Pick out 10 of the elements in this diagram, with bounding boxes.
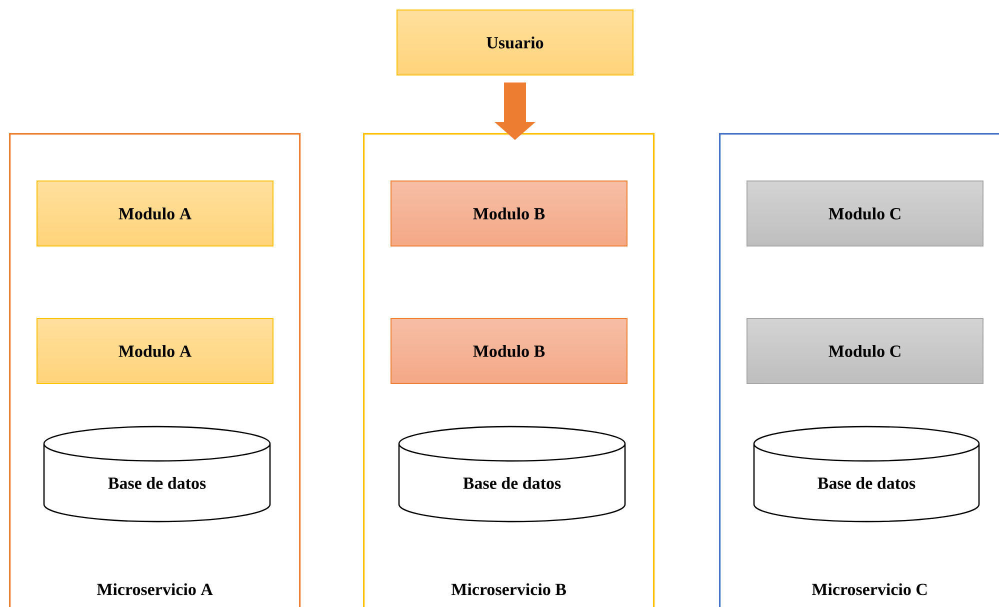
module-box: Usuario	[396, 10, 634, 76]
module-box: Modulo C	[746, 180, 984, 246]
module-box: Modulo A	[36, 318, 274, 384]
module-box: Modulo B	[390, 318, 628, 384]
database-cylinder: Base de datos	[43, 426, 271, 522]
module-box: Modulo B	[390, 180, 628, 246]
database-cylinder: Base de datos	[398, 426, 626, 522]
database-cylinder: Base de datos	[753, 426, 980, 522]
module-box: Modulo A	[36, 180, 274, 246]
module-box: Modulo C	[746, 318, 984, 384]
